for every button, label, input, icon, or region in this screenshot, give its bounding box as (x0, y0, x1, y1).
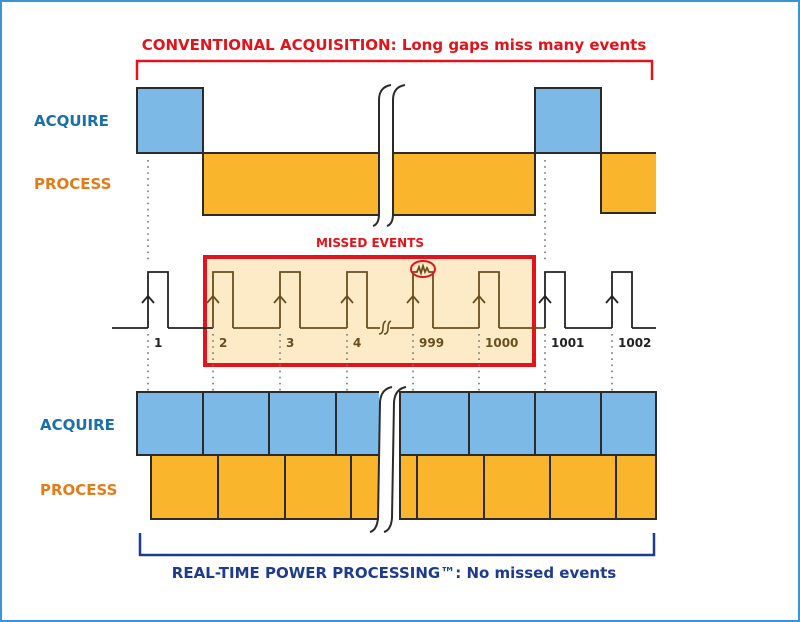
axis-break-icon (378, 320, 392, 336)
realtime-title: REAL-TIME POWER PROCESSING™: No missed e… (172, 564, 616, 582)
event-pulse (340, 271, 368, 328)
rising-edge-arrow-icon (273, 294, 287, 304)
process-block (284, 454, 352, 520)
process-block (483, 454, 551, 520)
process-block (549, 454, 617, 520)
event-pulse (538, 271, 566, 328)
event-pulse (472, 271, 500, 328)
process-block (600, 152, 656, 214)
acquire-block (202, 391, 270, 456)
realtime-acquire-label: ACQUIRE (40, 416, 115, 434)
conventional-process-label: PROCESS (34, 175, 111, 193)
acquire-block (600, 391, 657, 456)
conventional-title: CONVENTIONAL ACQUISITION: Long gaps miss… (142, 36, 647, 54)
glitch-circle-icon (410, 260, 436, 278)
rising-edge-arrow-icon (406, 294, 420, 304)
acquire-block (268, 391, 337, 456)
rising-edge-arrow-icon (472, 294, 486, 304)
rising-edge-arrow-icon (141, 294, 155, 304)
rising-edge-arrow-icon (206, 294, 220, 304)
acquire-block (534, 87, 602, 154)
event-label: 2 (219, 336, 227, 350)
event-label: 1 (154, 336, 162, 350)
conventional-bracket (135, 59, 654, 80)
event-label: 999 (419, 336, 444, 350)
realtime-process-label: PROCESS (40, 481, 117, 499)
acquire-block (136, 391, 204, 456)
event-pulse (206, 271, 234, 328)
process-block (416, 454, 485, 520)
process-block (150, 454, 219, 520)
rising-edge-arrow-icon (605, 294, 619, 304)
acquire-block (534, 391, 602, 456)
event-label: 1000 (485, 336, 518, 350)
process-block (350, 454, 381, 520)
event-pulse (406, 260, 436, 328)
event-pulse (141, 271, 169, 328)
rising-edge-arrow-icon (538, 294, 552, 304)
conventional-acquire-label: ACQUIRE (34, 112, 109, 130)
acquire-block (468, 391, 536, 456)
conventional-timing (136, 84, 656, 227)
event-label: 3 (286, 336, 294, 350)
event-pulse (273, 271, 301, 328)
realtime-bracket (138, 533, 656, 557)
event-signal (112, 260, 656, 336)
realtime-timing (136, 386, 657, 533)
process-block (399, 454, 418, 520)
axis-break-icon (369, 386, 407, 533)
missed-events-label: MISSED EVENTS (316, 236, 424, 250)
process-block (615, 454, 657, 520)
event-labels: 1 2 3 4 999 1000 1001 1002 (154, 336, 651, 350)
event-label: 1001 (551, 336, 584, 350)
process-block (217, 454, 286, 520)
acquire-block (399, 391, 470, 456)
event-label: 4 (353, 336, 361, 350)
axis-break-icon (372, 84, 406, 227)
acquire-block (335, 391, 381, 456)
event-pulse (605, 271, 633, 328)
acquire-block (136, 87, 204, 154)
rising-edge-arrow-icon (340, 294, 354, 304)
process-block (202, 152, 536, 216)
event-label: 1002 (618, 336, 651, 350)
